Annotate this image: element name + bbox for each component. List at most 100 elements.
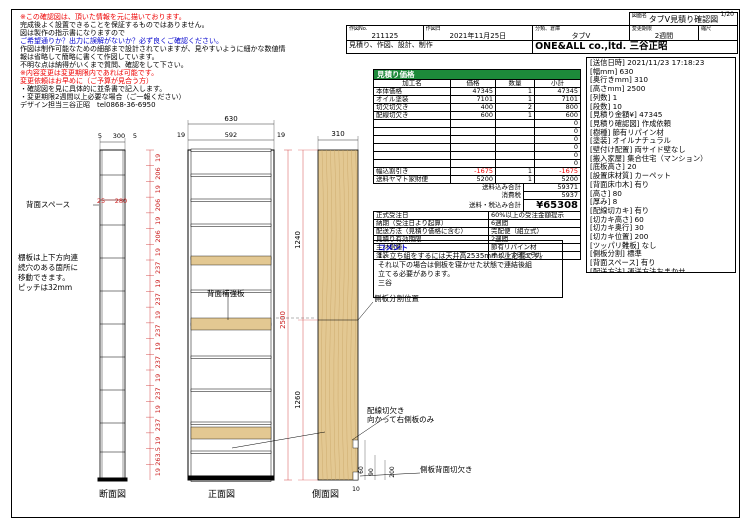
section-view [97, 138, 154, 482]
section-view-title: 断面図 [99, 490, 127, 500]
wire-cut-label: 配線切欠き 向かって右側板のみ [367, 406, 434, 424]
sec-col-dim: 237 [154, 419, 162, 431]
spec-line: [見積り確認図] 作成依頼 [590, 118, 671, 128]
sec-col-dim: 19 [154, 154, 162, 162]
sec-col-dim: 263.5 [154, 447, 162, 466]
spec-line: [見積り金額¥] 47345 [590, 110, 663, 120]
spec-line: [背面床巾木] 有り [590, 179, 650, 189]
front-view [187, 120, 315, 482]
sec-col-dim: 237 [154, 325, 162, 337]
price-foot-label: 送料・税込み合計 [469, 201, 521, 209]
price-foot-value: ¥65308 [523, 199, 581, 212]
side-dim-90: 90 [368, 468, 375, 476]
spec-list: [送信日時] 2021/11/23 17:18:23[幅mm] 630[奥行きm… [586, 57, 736, 273]
spec-line: [厚み] 8 [590, 197, 618, 207]
sec-dim-5b: 5 [133, 132, 137, 140]
comment-line: それ以下の場合は側板を寝かせた状態で連結後組 [378, 261, 532, 269]
spec-line: [列数] 1 [590, 92, 618, 102]
front-dim-2500: 2500 [279, 311, 287, 329]
comment-line: 立てる必要があります。 [378, 270, 455, 278]
comment-line: 1、立ち組をするには天井高2535mm以上必要です。 [378, 252, 547, 260]
side-dim-10: 10 [352, 486, 360, 493]
side-dim-1260: 1260 [294, 391, 302, 409]
sec-col-dim: 19 [154, 374, 162, 382]
sec-col-dim: 19 [154, 185, 162, 193]
note-line: ご希望通りか？出力に誤解がないか？必ず良くご確認ください。 [20, 37, 223, 45]
note-line: ※この確認図は、頂いた情報を元に描いております。 [20, 13, 186, 21]
side-view [298, 136, 386, 481]
wire-cut-line2: 向かって右側板のみ [367, 415, 435, 424]
spec-line: [設置床材質] カーペット [590, 171, 671, 181]
sec-col-dim: 19 [154, 437, 162, 445]
price-foot-label: 送料込み合計 [482, 183, 521, 191]
front-dim-630: 630 [224, 115, 237, 123]
spec-line: [樹種] 節有リパイン材 [590, 127, 664, 137]
sec-col-dim: 206 [154, 167, 162, 179]
company-name: ONE&ALL co.,ltd. 三谷正昭 [535, 41, 668, 52]
sec-col-dim: 206 [154, 199, 162, 211]
spec-line: [切カキ奥行] 30 [590, 223, 644, 233]
sec-col-dim: 237 [154, 262, 162, 274]
spec-line: [ツッパリ難板] なし [590, 240, 657, 250]
sec-col-dim: 237 [154, 293, 162, 305]
wire-cut-line1: 配線切欠き [367, 406, 405, 415]
spec-line: [背面スペース] 有り [590, 258, 656, 268]
spec-line: [送信日時] 2021/11/23 17:18:23 [590, 58, 705, 67]
sec-col-dim: 206 [154, 230, 162, 242]
shelf-note-line: ピッチは32mm [18, 283, 73, 292]
front-dim-19a: 19 [177, 131, 185, 139]
shelf-note-line: 続穴のある箇所に [18, 263, 78, 272]
deadline: 2週間 [654, 32, 674, 40]
side-dim-1240: 1240 [294, 231, 302, 249]
side-view-title: 側面図 [312, 490, 340, 500]
category: タブV [571, 32, 591, 40]
notes-block: ※この確認図は、頂いた情報を元に描いております。完成後よく設置できることを保証す… [20, 13, 340, 109]
doc-date: 2021年11月25日 [449, 32, 507, 40]
note-line: ※内容変更は変更期限内であれば可能です。 [20, 69, 159, 77]
spec-line: [配送方法] 運送方法おまかせ [590, 266, 686, 273]
comment-title: コメント [378, 243, 408, 252]
shelf-note-line: 棚板は上下方向連 [18, 253, 78, 262]
sec-col-dim: 19 [154, 279, 162, 287]
sec-col-dim: 19 [154, 311, 162, 319]
shelf-note: 棚板は上下方向連続穴のある箇所に移動できます。ピッチは32mm [18, 253, 78, 293]
drawing-name-label: 図面名 [631, 13, 647, 19]
sec-col-dim: 19 [154, 405, 162, 413]
comment-line: 三谷 [378, 279, 392, 287]
price-info-cell: オイルナチュラル [488, 251, 581, 260]
note-line: 作図は制作可能なための細部まで設計されていますが、見やすいように細かな数値情 [20, 45, 286, 53]
shelf-note-line: 移動できます。 [18, 273, 70, 282]
side-split-label: 側板分割位置 [374, 294, 419, 303]
deadline-label: 変更期限 [631, 26, 652, 32]
note-line: デザイン担当三谷正昭 tel0868-36-6950 [20, 101, 156, 109]
spec-line: [切カキ高さ] 60 [590, 214, 644, 224]
scale-label: 縮尺 [701, 26, 712, 32]
side-dim-60: 60 [358, 466, 365, 474]
price-info-row: 塗装オイルナチュラル [373, 251, 581, 260]
note-line: ・確認図を見に具体的に並条書で記入します。 [20, 85, 167, 93]
front-view-title: 正面図 [208, 490, 236, 500]
spec-line: [高さ] 80 [590, 188, 622, 198]
sec-dim-280: 280 [115, 197, 127, 205]
doc-no: 211125 [371, 32, 399, 40]
sec-dim-300: 300 [113, 132, 125, 140]
note-line: 完成後よく設置できることを保証するものではありません。 [20, 21, 209, 29]
sec-col-dim: 19 [154, 468, 162, 476]
sec-col-dim: 19 [154, 217, 162, 225]
sec-col-dim: 19 [154, 342, 162, 350]
category-label: 分類、倉庫 [535, 26, 561, 32]
back-brace-label: 背面補強板 [207, 289, 245, 298]
side-dim-200: 200 [389, 466, 396, 478]
spec-line: [段数] 10 [590, 101, 622, 111]
spec-line: [高さmm] 2500 [590, 84, 646, 94]
note-line: 不明な点は納得がいくまで質問、確認をして下さい。 [20, 61, 188, 69]
note-line: 報は省略して簡略に書くて作図しています。 [20, 53, 159, 61]
doc-no-label: 作図No. [349, 26, 368, 32]
note-line: 変更依頼はお早めに（ご予算が見合う方） [20, 77, 153, 85]
sec-dim-5a: 5 [98, 132, 102, 140]
comment-box: コメント 1、立ち組をするには天井高2535mm以上必要です。それ以下の場合は側… [373, 240, 563, 298]
sec-col-dim: 19 [154, 248, 162, 256]
note-line: ・変更期限2週間以上必要な場合（ご一報ください） [20, 93, 186, 101]
